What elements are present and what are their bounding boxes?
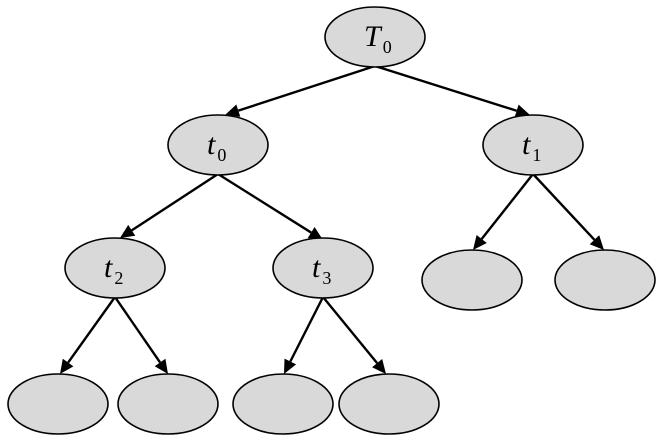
node-ellipse <box>117 373 219 435</box>
arrowhead-icon <box>589 235 604 250</box>
node-ellipse <box>421 249 523 311</box>
node-label-subscript: 3 <box>322 268 331 288</box>
node-label-subscript: 1 <box>532 145 541 165</box>
node-label-subscript: 0 <box>383 37 392 57</box>
node-label-letter: t <box>522 128 531 161</box>
node-ellipse <box>64 237 166 299</box>
node-ellipse <box>7 373 109 435</box>
node-t3b <box>338 373 440 435</box>
edge-t2-to-t2b <box>114 296 168 374</box>
edge-t2-to-t2a <box>60 296 116 374</box>
edge-line <box>480 173 534 240</box>
edge-t0-to-t3 <box>217 172 323 240</box>
edge-line <box>67 296 116 364</box>
edge-T0-to-t0 <box>225 64 376 117</box>
node-label-subscript: 0 <box>217 145 226 165</box>
edge-T0-to-t1 <box>374 64 530 117</box>
edge-line <box>237 64 376 112</box>
edge-line <box>217 172 312 234</box>
arrowhead-icon <box>372 359 386 374</box>
edge-line <box>322 296 379 364</box>
node-label-letter: t <box>207 128 216 161</box>
node-label-letter: T <box>364 20 383 53</box>
edge-line <box>374 64 518 112</box>
edge-t0-to-t2 <box>120 172 219 238</box>
arrowhead-icon <box>60 358 74 374</box>
edge-t1-to-t1b <box>532 173 604 250</box>
node-ellipse <box>482 114 584 176</box>
arrowhead-icon <box>473 235 487 250</box>
node-label-letter: t <box>104 251 113 284</box>
edges-layer <box>60 64 604 374</box>
arrowhead-icon <box>225 104 241 117</box>
node-ellipse <box>272 237 374 299</box>
edge-t3-to-t3b <box>322 296 386 374</box>
node-label-subscript: 2 <box>114 268 123 288</box>
edge-t1-to-t1a <box>473 173 534 250</box>
node-t1b <box>554 249 656 311</box>
node-ellipse <box>167 114 269 176</box>
node-ellipse <box>554 249 656 311</box>
node-t2a <box>7 373 109 435</box>
arrowhead-icon <box>514 104 530 117</box>
node-ellipse <box>338 373 440 435</box>
arrowhead-icon <box>284 358 297 374</box>
edge-line <box>131 172 219 232</box>
node-ellipse <box>232 373 334 435</box>
edge-t3-to-t3a <box>284 296 325 374</box>
node-t3a <box>232 373 334 435</box>
node-label-letter: t <box>312 251 321 284</box>
arrowhead-icon <box>307 227 323 240</box>
node-ellipse <box>324 6 426 68</box>
node-t1a <box>421 249 523 311</box>
edge-line <box>114 296 162 364</box>
arrowhead-icon <box>154 358 168 374</box>
edge-line <box>532 173 596 241</box>
edge-line <box>289 296 325 363</box>
node-t2b <box>117 373 219 435</box>
arrowhead-icon <box>120 224 136 238</box>
